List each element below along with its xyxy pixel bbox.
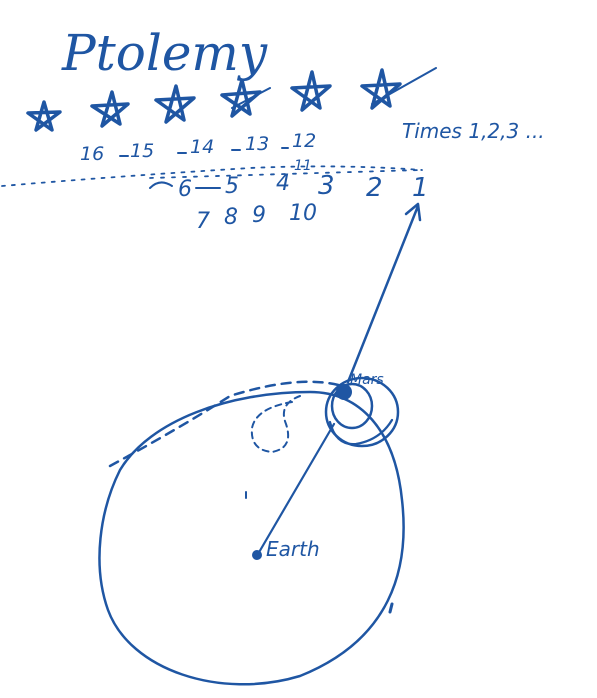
- mid-label: 6: [178, 177, 192, 202]
- stray-mark: [388, 602, 394, 614]
- mid-label: 4: [276, 171, 290, 196]
- mid-label: 3: [318, 171, 335, 201]
- retrograde-loop: [250, 395, 301, 453]
- lower-label: 7: [196, 209, 210, 234]
- epicycle-outer: [324, 376, 400, 448]
- sky-position-labels: 16 15 14 13 12: [80, 130, 316, 165]
- sky-line-dots: [149, 169, 421, 179]
- sky-label: 15: [130, 140, 154, 162]
- earth-radius-line: [256, 422, 336, 556]
- star-icon: [90, 90, 130, 128]
- lower-label: 10: [289, 201, 317, 226]
- deferent-circle: [98, 390, 405, 686]
- sky-label: 13: [245, 133, 269, 155]
- line-of-sight-arrow: [346, 202, 422, 384]
- mid-label: 2: [366, 173, 383, 203]
- sky-label: 16: [80, 143, 104, 165]
- times-label: Times 1,2,3 ...: [402, 119, 545, 143]
- star-icon: [290, 70, 332, 112]
- star-icon: [154, 84, 196, 124]
- mid-position-labels: 6 5 4 11 3 2 1: [149, 158, 429, 203]
- mid-label: 1: [412, 173, 429, 203]
- epicycle-sweep: [328, 418, 394, 446]
- stars-row: [26, 67, 437, 132]
- sky-label: 12: [292, 130, 316, 152]
- star-icon: [360, 67, 437, 110]
- epicycle-inner: [330, 382, 374, 430]
- lower-label: 9: [252, 203, 266, 228]
- earth-dot: [252, 550, 262, 560]
- mid-label: 11: [294, 158, 312, 174]
- sky-line: [1, 165, 423, 187]
- sky-label: 14: [190, 136, 214, 158]
- planet-dot: [336, 384, 352, 400]
- retrograde-dashed-path: [108, 380, 344, 468]
- star-icon: [220, 78, 271, 118]
- star-icon: [26, 100, 62, 132]
- planet-label: Mars: [350, 372, 384, 388]
- lower-position-labels: 7 8 9 10: [196, 201, 317, 234]
- earth-label: Earth: [266, 537, 320, 561]
- mid-label: 5: [225, 174, 239, 199]
- title-text: Ptolemy: [61, 24, 268, 82]
- lower-label: 8: [224, 205, 238, 230]
